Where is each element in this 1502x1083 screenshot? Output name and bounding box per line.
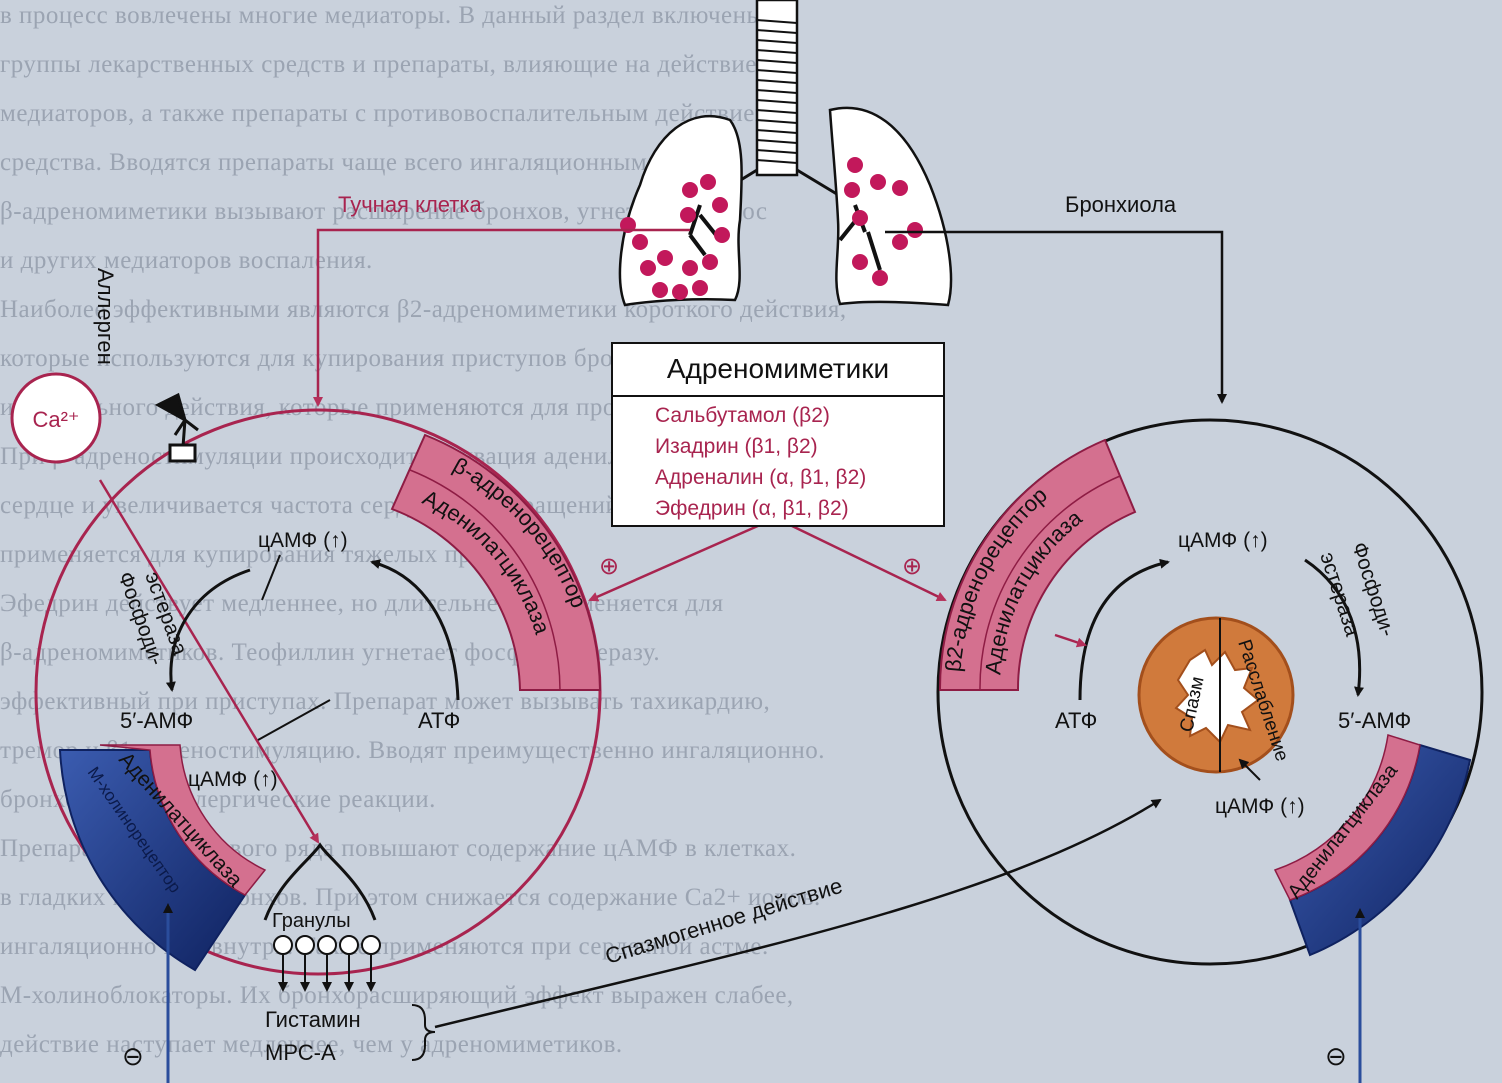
trachea-ring bbox=[756, 159, 798, 164]
mediator-dot bbox=[844, 182, 860, 198]
trachea bbox=[678, 0, 880, 236]
mediator-dot bbox=[714, 227, 730, 243]
adrenomimetics-box: Адреномиметики Сальбутамол (β2) Изадрин … bbox=[611, 342, 945, 527]
granule bbox=[273, 935, 293, 955]
left-cell-reaction-arrows bbox=[165, 554, 460, 741]
mediator-dot bbox=[852, 254, 868, 270]
mediator-dot bbox=[657, 250, 673, 266]
background-text-line: Наиболее эффективными являются β2-адрено… bbox=[0, 296, 847, 323]
mediator-dot bbox=[847, 157, 863, 173]
trachea-ring bbox=[756, 69, 798, 74]
trachea-ring bbox=[756, 89, 798, 94]
mediator-dot bbox=[870, 174, 886, 190]
granules bbox=[273, 935, 381, 992]
background-text-line: в процесс вовлечены многие медиаторы. В … bbox=[0, 2, 764, 29]
trachea-ring bbox=[756, 19, 798, 24]
beta2-adrenoreceptor-band bbox=[938, 438, 1137, 691]
atp-label: АТФ bbox=[418, 708, 460, 733]
right-adenylate-cyclase-band bbox=[1273, 734, 1421, 901]
mediator-dot bbox=[852, 210, 868, 226]
bronchi bbox=[688, 204, 882, 271]
mediator-dot bbox=[632, 234, 648, 250]
mediator-dot bbox=[700, 174, 716, 190]
right-lung bbox=[828, 106, 953, 307]
trachea-ring bbox=[756, 79, 798, 84]
stimulation-sign-right: ⊕ bbox=[902, 553, 922, 580]
mediator-dot bbox=[692, 280, 708, 296]
adenylate-cyclase-band-bottom bbox=[99, 744, 267, 896]
mediator-histamine: Гистамин bbox=[265, 1007, 361, 1032]
mast-cell: β-адренорецептор Аденилатциклаза М-холин… bbox=[10, 268, 602, 1083]
allergen-label: Аллерген bbox=[93, 268, 118, 365]
calcium-label: Ca²⁺ bbox=[32, 407, 79, 432]
granule bbox=[361, 935, 381, 955]
granules-label: Гранулы bbox=[272, 910, 351, 932]
inhibition-sign-right: ⊖ bbox=[1325, 1041, 1347, 1071]
mediator-mrs-a: МРС-А bbox=[265, 1040, 336, 1065]
trachea-ring bbox=[756, 119, 798, 124]
trachea-ring bbox=[756, 149, 798, 154]
background-text-line: группы лекарственных средств и препараты… bbox=[0, 51, 757, 78]
drug-item: Адреналин (α, β1, β2) bbox=[655, 466, 866, 489]
spasmogenic-label: Спазмогенное действие bbox=[602, 873, 845, 969]
background-text-line: средства. Вводятся препараты чаще всего … bbox=[0, 149, 727, 176]
mediator-dot bbox=[702, 254, 718, 270]
camp-label-bottom: цАМФ (↑) bbox=[188, 768, 278, 791]
right-amp-label: 5′-АМФ bbox=[1338, 708, 1411, 733]
mediator-dot bbox=[640, 260, 656, 276]
right-camp-label-bottom: цАМФ (↑) bbox=[1215, 795, 1305, 818]
beta-adrenoreceptor-band bbox=[390, 433, 602, 691]
trachea-ring bbox=[756, 49, 798, 54]
background-text-line: и других медиаторов воспаления. bbox=[0, 247, 373, 274]
granule bbox=[339, 935, 359, 955]
background-text-line: эффективный при приступах. Препарат може… bbox=[0, 688, 771, 715]
smooth-muscle-cell: β2-адренорецептор Аденилатциклаза Аденил… bbox=[936, 418, 1484, 1083]
granule bbox=[317, 935, 337, 955]
drugs-box-title: Адреномиметики bbox=[667, 353, 889, 384]
right-camp-label-top: цАМФ (↑) bbox=[1178, 529, 1268, 552]
right-atp-label: АТФ bbox=[1055, 708, 1097, 733]
drug-item: Изадрин (β1, β2) bbox=[655, 435, 818, 458]
right-cell-reaction-arrows bbox=[1078, 558, 1364, 781]
inhibition-sign-left: ⊖ bbox=[122, 1041, 144, 1071]
connectors bbox=[313, 228, 1227, 1029]
mediator-dot bbox=[682, 260, 698, 276]
mediator-dot bbox=[712, 197, 728, 213]
mediator-dot bbox=[907, 222, 923, 238]
lungs-illustration bbox=[618, 0, 953, 307]
camp-label-top: цАМФ (↑) bbox=[258, 529, 348, 552]
mediator-dot bbox=[680, 207, 696, 223]
mediator-dot bbox=[892, 234, 908, 250]
trachea-ring bbox=[756, 129, 798, 134]
trachea-ring bbox=[756, 99, 798, 104]
bronchiole-label: Бронхиола bbox=[1065, 192, 1177, 217]
amp-label: 5′-АМФ bbox=[120, 708, 193, 733]
background-text-line: ингаляционно или внутрь. Также применяют… bbox=[0, 933, 769, 960]
background-text-line: медиаторов, а также препараты с противов… bbox=[0, 100, 778, 127]
granule bbox=[295, 935, 315, 955]
mediator-dot bbox=[682, 182, 698, 198]
drug-item: Сальбутамол (β2) bbox=[655, 404, 830, 427]
mediator-dot bbox=[672, 284, 688, 300]
allergen-antibody-icon bbox=[154, 392, 199, 463]
background-text-line: действие наступает медленнее, чем у адре… bbox=[0, 1031, 623, 1058]
trachea-ring bbox=[756, 59, 798, 64]
trachea-ring bbox=[756, 109, 798, 114]
stimulation-sign-left: ⊕ bbox=[599, 553, 619, 580]
trachea-ring bbox=[756, 29, 798, 34]
mediator-dot bbox=[652, 282, 668, 298]
calcium-circle bbox=[10, 372, 102, 464]
trachea-ring bbox=[756, 39, 798, 44]
bronchus-lumen bbox=[1174, 648, 1260, 744]
trachea-ring bbox=[756, 139, 798, 144]
mast-cell-label: Тучная клетка bbox=[338, 192, 482, 217]
mediator-dot bbox=[892, 180, 908, 196]
drug-item: Эфедрин (α, β1, β2) bbox=[655, 497, 849, 520]
mediator-dot bbox=[872, 270, 888, 286]
background-text-line: М-холиноблокаторы. Их бронхорасширяющий … bbox=[0, 982, 794, 1009]
